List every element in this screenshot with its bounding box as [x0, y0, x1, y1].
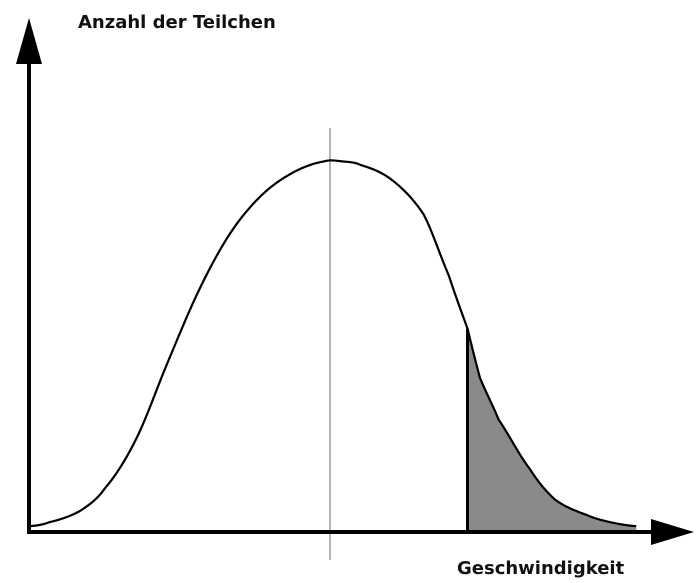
x-axis-arrowhead	[651, 519, 694, 545]
distribution-curve-group	[29, 159, 637, 528]
shaded-tail-region	[466, 328, 637, 530]
y-axis-arrowhead	[16, 18, 42, 64]
shaded-area	[467, 328, 637, 530]
axes	[16, 18, 694, 545]
x-axis-label: Geschwindigkeit	[457, 558, 625, 579]
distribution-curve	[29, 159, 637, 528]
y-axis-label: Anzahl der Teilchen	[78, 12, 276, 33]
